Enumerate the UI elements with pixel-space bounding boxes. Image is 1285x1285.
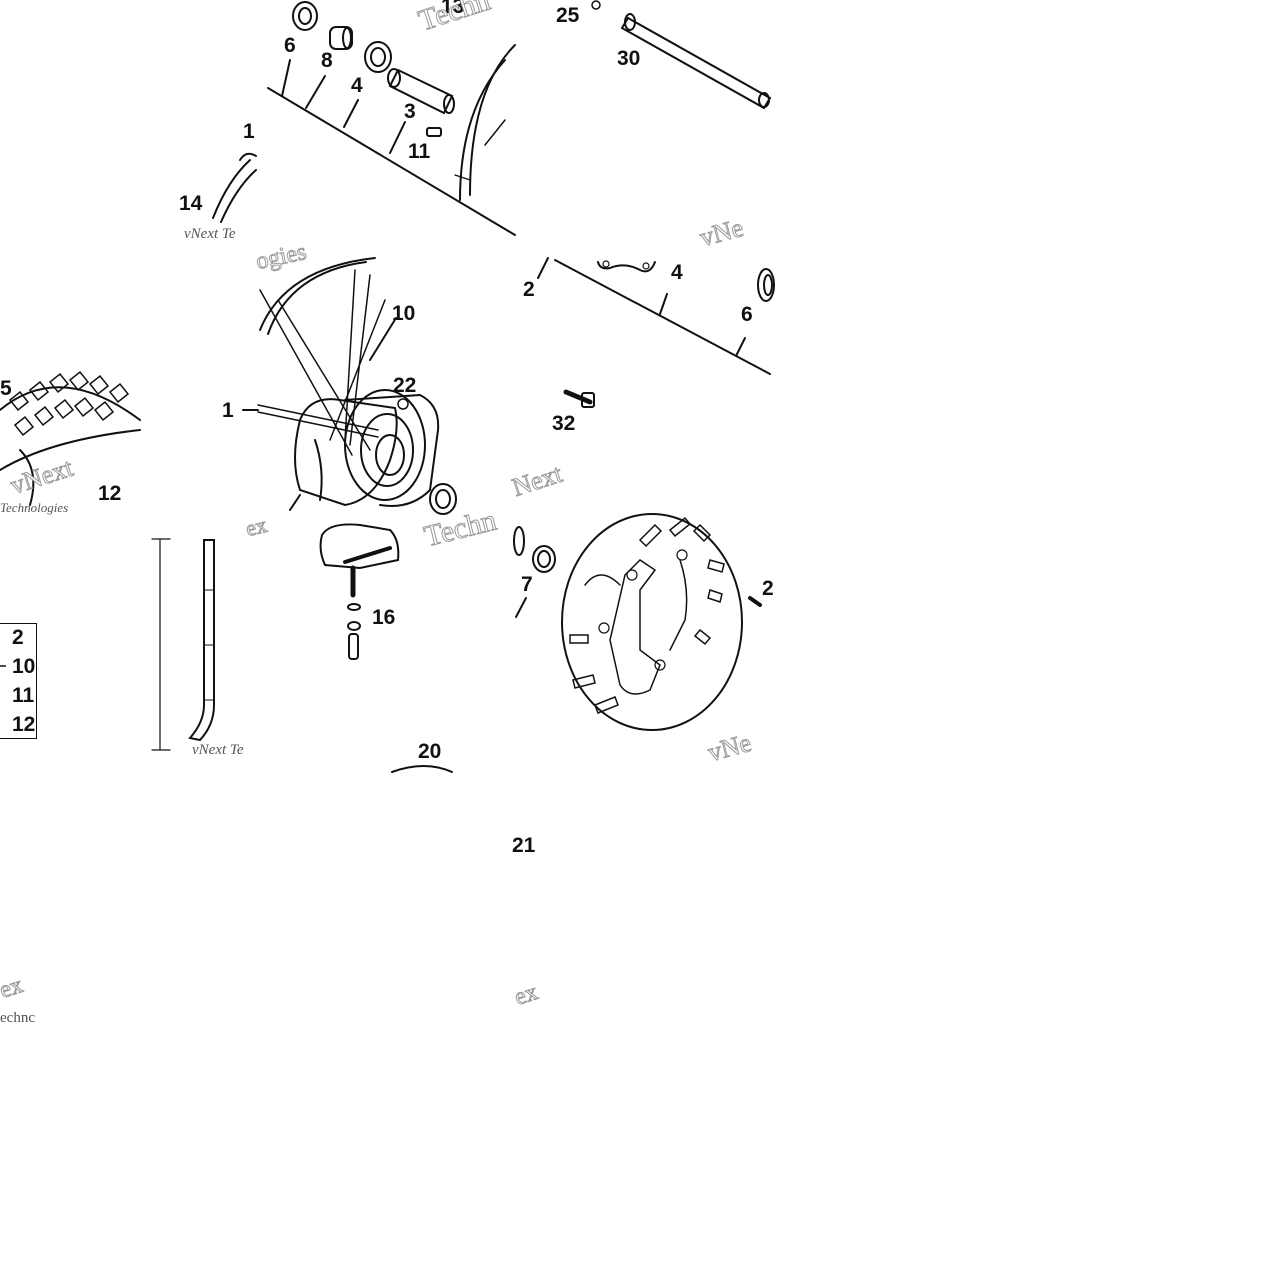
callout-22: 22 xyxy=(393,374,417,397)
callout-1: 1 xyxy=(243,120,255,143)
callout-14: 14 xyxy=(179,192,203,215)
bolt-32 xyxy=(563,389,595,408)
callout-4b: 4 xyxy=(671,261,683,284)
legend-connector xyxy=(0,665,6,667)
legend-box xyxy=(0,623,37,739)
wheel-hub xyxy=(294,389,440,507)
legend-item: 2 xyxy=(12,626,24,649)
callout-11: 11 xyxy=(408,140,431,163)
axle-30 xyxy=(620,13,772,110)
legend-item: 11 xyxy=(12,684,35,707)
leader-baseline-top xyxy=(267,87,516,236)
tire-tread xyxy=(0,370,141,506)
brake-disc xyxy=(561,513,743,731)
callout-4: 4 xyxy=(351,74,363,97)
callout-32: 32 xyxy=(552,412,576,435)
seal-ring-top xyxy=(292,1,318,31)
sleeve-top xyxy=(387,68,455,115)
rim-lock xyxy=(319,523,400,660)
callout-8: 8 xyxy=(321,49,333,72)
callout-2b: 2 xyxy=(762,577,774,600)
callout-25: 25 xyxy=(556,4,580,27)
callout-21: 21 xyxy=(512,834,536,857)
callout-2: 2 xyxy=(523,278,535,301)
bolt-11-top xyxy=(426,127,442,137)
bearing-top xyxy=(364,41,392,73)
watermark: vNext Te xyxy=(184,226,236,242)
callout-6b: 6 xyxy=(741,303,753,326)
legend-item: 12 xyxy=(12,713,36,736)
callout-1b: 1 xyxy=(222,399,234,422)
callout-7: 7 xyxy=(521,573,533,596)
callout-12: 12 xyxy=(98,482,122,505)
long-spoke xyxy=(151,538,215,751)
legend-item: 10 xyxy=(12,655,36,678)
callout-20: 20 xyxy=(418,740,442,763)
callout-10: 10 xyxy=(392,302,416,325)
callout-30: 30 xyxy=(617,47,641,70)
watermark: vNext Te xyxy=(192,742,244,758)
watermark: echnc xyxy=(0,1010,35,1026)
watermark: Technologies xyxy=(0,500,69,515)
callout-5: 5 xyxy=(0,377,12,400)
callout-6: 6 xyxy=(284,34,296,57)
callout-13: 13 xyxy=(441,0,465,18)
callout-3: 3 xyxy=(404,100,416,123)
spacer-top xyxy=(329,26,353,50)
callout-16: 16 xyxy=(372,606,396,629)
